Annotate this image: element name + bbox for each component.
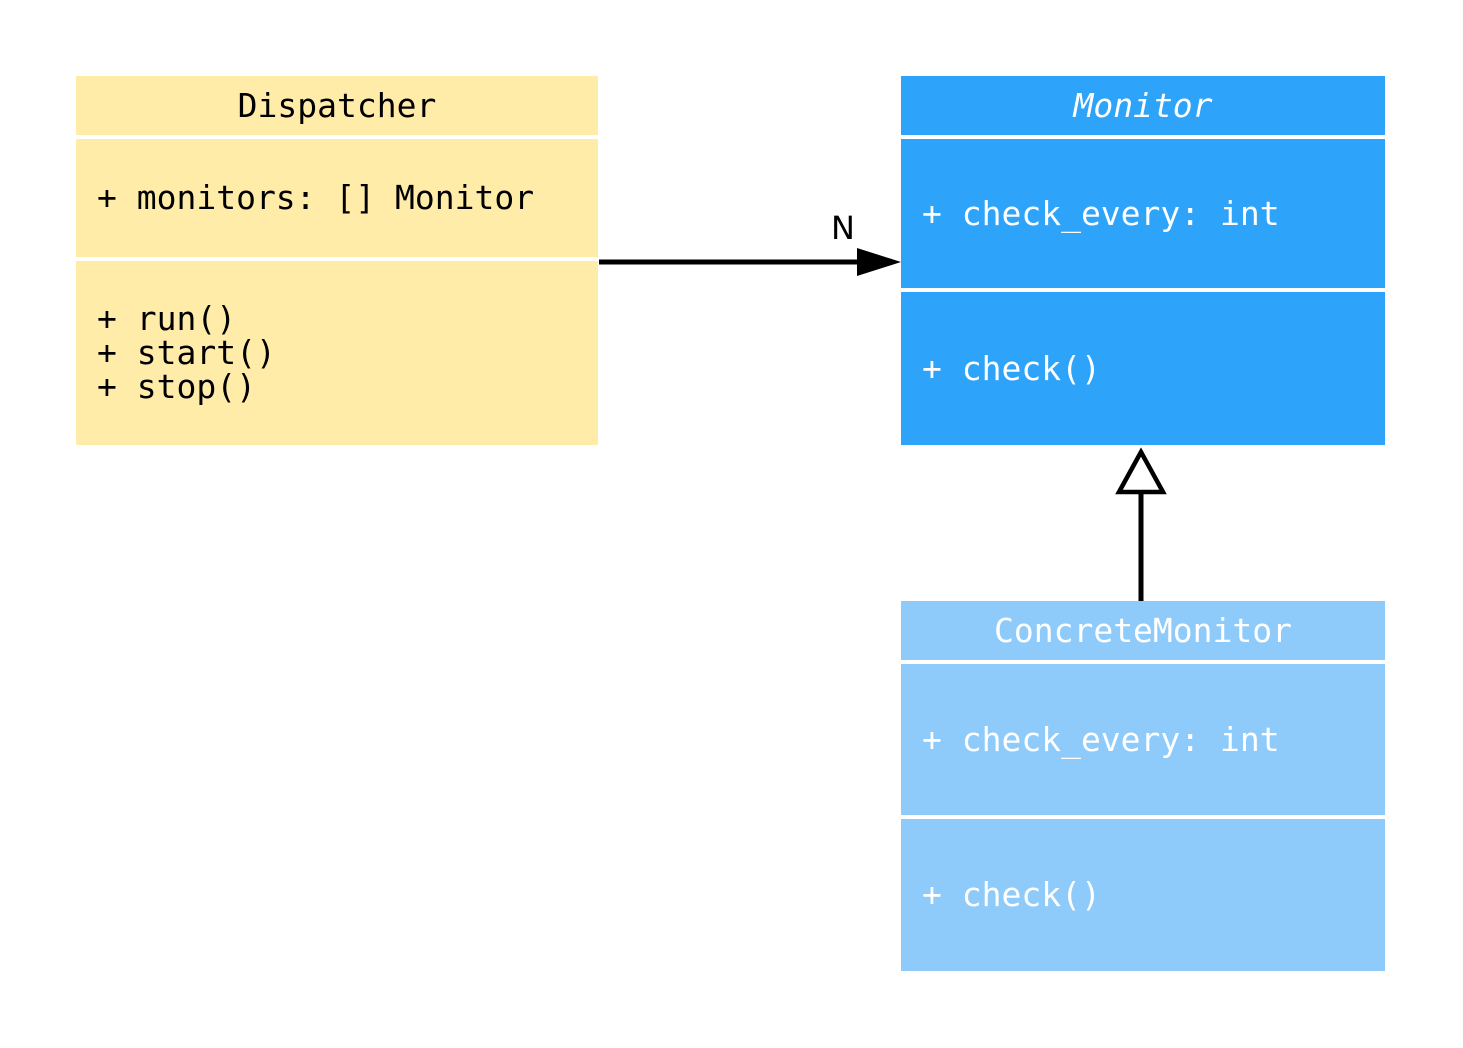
class-box-dispatcher: Dispatcher + monitors: [] Monitor + run(… <box>76 76 598 445</box>
attribute-line: + check_every: int <box>922 193 1280 233</box>
class-title-monitor: Monitor <box>901 76 1385 135</box>
hollow-triangle-arrowhead-icon <box>1115 447 1167 495</box>
class-methods-concrete-monitor: + check() <box>901 819 1385 971</box>
class-methods-monitor: + check() <box>901 292 1385 445</box>
method-line: + stop() <box>97 367 256 406</box>
method-line: + check() <box>922 875 1101 914</box>
class-methods-dispatcher: + run() + start() + stop() <box>76 261 598 445</box>
method-line: + start() <box>97 333 276 372</box>
class-attributes-concrete-monitor: + check_every: int <box>901 664 1385 815</box>
class-box-monitor: Monitor + check_every: int + check() <box>901 76 1385 445</box>
association-arrow-dispatcher-monitor <box>599 248 901 276</box>
association-multiplicity-label: N <box>831 209 855 247</box>
attribute-line: + monitors: [] Monitor <box>97 178 535 217</box>
inheritance-arrow-concretemonitor-monitor <box>1115 447 1167 601</box>
class-attributes-monitor: + check_every: int <box>901 139 1385 288</box>
class-box-concrete-monitor: ConcreteMonitor + check_every: int + che… <box>901 601 1385 971</box>
class-title-concrete-monitor: ConcreteMonitor <box>901 601 1385 660</box>
method-line: + run() <box>97 299 237 338</box>
filled-arrowhead-icon <box>857 248 901 276</box>
method-line: + check() <box>922 348 1101 388</box>
class-title-dispatcher: Dispatcher <box>76 76 598 135</box>
attribute-line: + check_every: int <box>922 719 1280 759</box>
class-attributes-dispatcher: + monitors: [] Monitor <box>76 139 598 257</box>
